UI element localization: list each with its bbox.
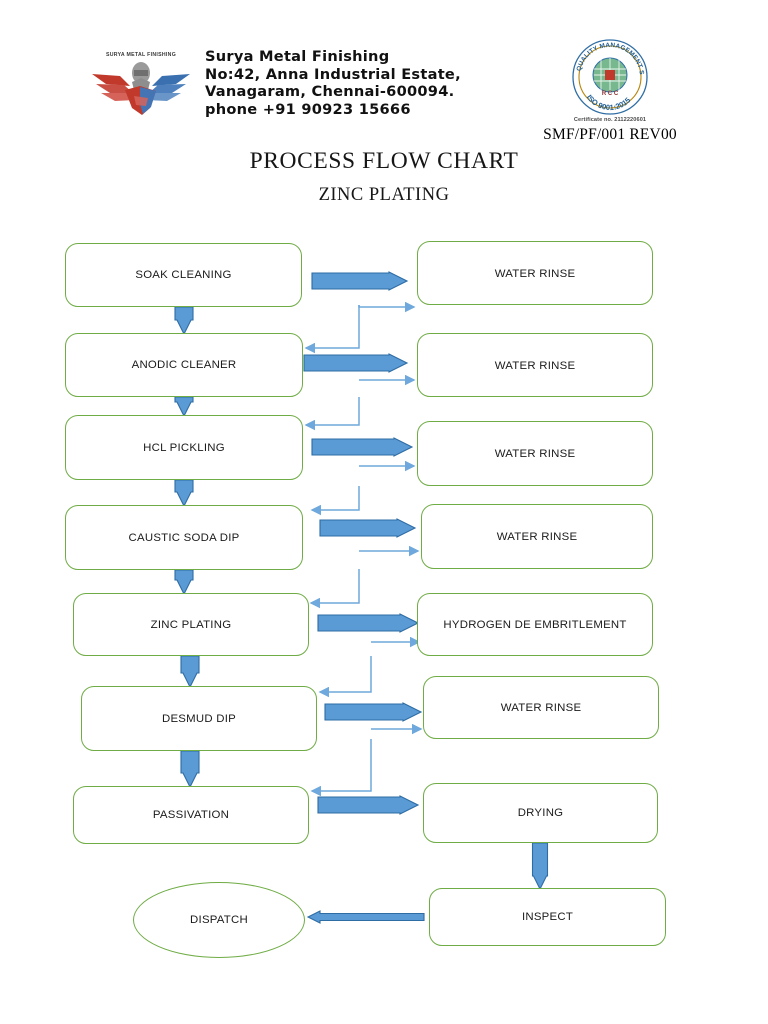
thin-arrow-hydrogen-to-desmud: [318, 656, 372, 698]
node-label: WATER RINSE: [494, 448, 576, 460]
node-label: DRYING: [517, 807, 564, 819]
node-desmud-dip[interactable]: DESMUD DIP: [81, 686, 317, 751]
block-arrow-caustic-to-zinc: [174, 569, 194, 596]
node-label: WATER RINSE: [500, 701, 582, 714]
block-arrow-soak-to-anodic: [174, 306, 194, 336]
block-arrow-zinc-to-hydrogen: [317, 613, 420, 633]
thin-arrow-rinse1-to-anodic: [304, 305, 360, 354]
node-label: ANODIC CLEANER: [131, 359, 237, 371]
thin-arrow-rinse2-to-hcl: [304, 397, 360, 431]
winged-handshake-logo-icon: [92, 62, 190, 115]
certificate-number: Certificate no. 2112220601: [573, 117, 647, 123]
company-address-line1: No:42, Anna Industrial Estate,: [205, 65, 461, 83]
node-label: HYDROGEN DE EMBRITLEMENT: [443, 618, 627, 631]
thin-arrow-rinse5-to-passivation: [310, 739, 372, 797]
node-water-rinse-1[interactable]: WATER RINSE: [417, 241, 653, 305]
node-label: WATER RINSE: [496, 531, 578, 543]
block-arrow-hcl-to-rinse3: [311, 437, 414, 457]
company-address-line2: Vanagaram, Chennai-600094.: [205, 83, 455, 101]
node-label: ZINC PLATING: [150, 618, 232, 631]
company-phone: phone +91 90923 15666: [205, 100, 411, 118]
block-arrow-desmud-to-passivation: [180, 750, 200, 789]
block-arrow-anodic-to-rinse2: [303, 353, 409, 373]
node-inspect[interactable]: INSPECT: [429, 888, 666, 946]
thin-arrow-rinse4-to-zinc: [309, 569, 360, 609]
node-label: INSPECT: [521, 911, 574, 923]
node-water-rinse-2[interactable]: WATER RINSE: [417, 333, 653, 397]
company-details: Surya Metal Finishing No:42, Anna Indust…: [205, 48, 525, 118]
node-label: WATER RINSE: [494, 360, 576, 372]
block-arrow-soak-to-rinse1: [311, 271, 409, 291]
node-label: WATER RINSE: [494, 268, 576, 280]
company-name: Surya Metal Finishing: [205, 48, 390, 65]
node-zinc-plating[interactable]: ZINC PLATING: [73, 593, 309, 656]
svg-text:R C C: R C C: [602, 91, 619, 97]
iso-9001-badge-icon: QUALITY MANAGEMENT SYSTEMS ISO 9001:2015: [568, 33, 648, 115]
certification-block: QUALITY MANAGEMENT SYSTEMS ISO 9001:2015: [530, 33, 690, 144]
node-passivation[interactable]: PASSIVATION: [73, 786, 309, 844]
node-hydrogen-de-embritlement[interactable]: HYDROGEN DE EMBRITLEMENT: [417, 593, 653, 656]
node-water-rinse-4[interactable]: WATER RINSE: [421, 504, 653, 569]
document-code: SMF/PF/001 REV00: [543, 126, 677, 143]
block-arrow-inspect-to-dispatch: [306, 910, 425, 924]
block-arrow-hcl-to-caustic: [174, 479, 194, 508]
block-arrow-passivation-to-drying: [317, 795, 420, 815]
block-arrow-caustic-to-rinse4: [319, 518, 417, 538]
node-drying[interactable]: DRYING: [423, 783, 658, 843]
logo-caption: SURYA METAL FINISHING: [105, 52, 177, 58]
block-arrow-zinc-to-desmud: [180, 655, 200, 689]
company-logo: SURYA METAL FINISHING: [86, 46, 196, 124]
node-dispatch[interactable]: DISPATCH: [133, 882, 305, 958]
node-water-rinse-5[interactable]: WATER RINSE: [423, 676, 659, 739]
iso-9001-badge: QUALITY MANAGEMENT SYSTEMS ISO 9001:2015: [568, 33, 649, 116]
node-label: CAUSTIC SODA DIP: [128, 531, 240, 544]
thin-arrow-rinse3-to-caustic: [310, 486, 360, 516]
node-label: SOAK CLEANING: [135, 269, 232, 281]
thin-arrow-into-rinse1: [358, 301, 416, 313]
node-label: DISPATCH: [190, 914, 248, 926]
node-water-rinse-3[interactable]: WATER RINSE: [417, 421, 653, 486]
node-label: PASSIVATION: [152, 809, 230, 821]
page-subtitle: ZINC PLATING: [318, 185, 450, 205]
page-title: PROCESS FLOW CHART: [249, 148, 519, 174]
node-label: HCL PICKLING: [143, 441, 225, 454]
block-arrow-anodic-to-hcl: [174, 396, 194, 418]
node-anodic-cleaner[interactable]: ANODIC CLEANER: [65, 333, 303, 397]
node-caustic-soda-dip[interactable]: CAUSTIC SODA DIP: [65, 505, 303, 570]
node-label: DESMUD DIP: [161, 712, 236, 725]
block-arrow-drying-to-inspect: [531, 842, 549, 891]
block-arrow-desmud-to-rinse5: [324, 702, 423, 722]
node-hcl-pickling[interactable]: HCL PICKLING: [65, 415, 303, 480]
node-soak-cleaning[interactable]: SOAK CLEANING: [65, 243, 302, 307]
